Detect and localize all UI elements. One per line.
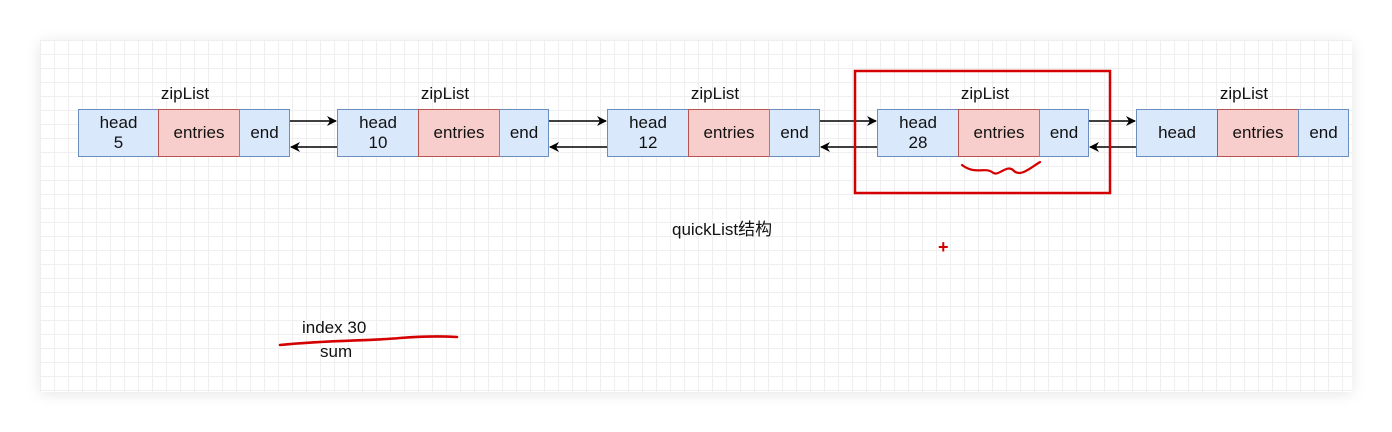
diagram-canvas: zipList head 5 entries end zipList head … bbox=[40, 40, 1352, 392]
entries-cell: entries bbox=[418, 109, 500, 157]
end-cell: end bbox=[769, 109, 820, 157]
ziplist-title: zipList bbox=[1219, 84, 1269, 103]
end-cell: end bbox=[239, 109, 290, 157]
head-label: head bbox=[359, 113, 397, 132]
entries-label: entries bbox=[1232, 123, 1284, 142]
head-cell: head 28 bbox=[877, 109, 959, 157]
head-label: head bbox=[629, 113, 667, 132]
entries-cell: entries bbox=[688, 109, 770, 157]
end-label: end bbox=[1309, 123, 1338, 142]
end-label: end bbox=[509, 123, 539, 142]
head-value: 28 bbox=[908, 133, 928, 152]
entries-cell: entries bbox=[958, 109, 1040, 157]
head-label: head bbox=[899, 113, 937, 132]
entries-scribble bbox=[960, 160, 1042, 175]
end-cell: end bbox=[1039, 109, 1089, 157]
head-label: head bbox=[1158, 123, 1196, 142]
head-cell: head 12 bbox=[607, 109, 689, 157]
end-label: end bbox=[250, 123, 279, 142]
ziplist-title: zipList bbox=[420, 84, 470, 103]
entries-label: entries bbox=[703, 123, 755, 142]
ziplist-title: zipList bbox=[160, 84, 210, 103]
entries-label: entries bbox=[973, 123, 1025, 142]
end-cell: end bbox=[499, 109, 549, 157]
head-cell: head bbox=[1136, 109, 1218, 157]
index-note: index 30 bbox=[302, 318, 367, 337]
entries-label: entries bbox=[433, 123, 485, 142]
head-label: head bbox=[99, 113, 138, 132]
cursor-crosshair: + bbox=[938, 237, 949, 257]
index-underline bbox=[278, 335, 459, 347]
end-cell: end bbox=[1298, 109, 1349, 157]
entries-label: entries bbox=[173, 123, 225, 142]
entries-cell: entries bbox=[158, 109, 240, 157]
head-cell: head 10 bbox=[337, 109, 419, 157]
ziplist-title: zipList bbox=[960, 84, 1010, 103]
entries-cell: entries bbox=[1217, 109, 1299, 157]
head-value: 10 bbox=[368, 133, 388, 152]
end-label: end bbox=[1049, 123, 1079, 142]
ziplist-title: zipList bbox=[690, 84, 740, 103]
end-label: end bbox=[780, 123, 809, 142]
sum-note: sum bbox=[320, 342, 353, 361]
connector-layer bbox=[278, 69, 1136, 347]
diagram-caption: quickList结构 bbox=[672, 220, 773, 239]
head-value: 12 bbox=[638, 133, 658, 152]
highlight-box bbox=[853, 69, 1112, 195]
head-value: 5 bbox=[113, 133, 124, 152]
